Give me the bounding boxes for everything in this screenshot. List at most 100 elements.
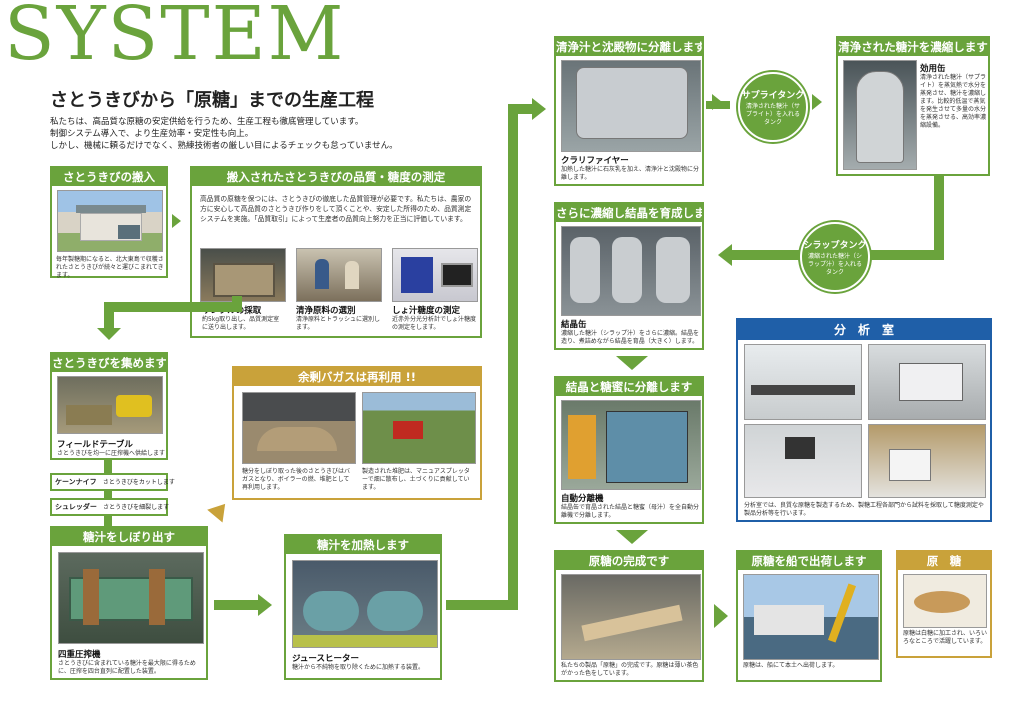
photo-lab-1 xyxy=(744,344,862,420)
photo-intake xyxy=(57,190,163,252)
step-title: さとうきびを集めます xyxy=(52,354,166,372)
flow-connector xyxy=(508,104,534,114)
photo-centrifuge xyxy=(561,400,701,490)
flow-arrow xyxy=(714,604,728,628)
step-title: 余剰バガスは再利用 !! xyxy=(234,368,480,386)
photo-mill xyxy=(58,552,204,644)
sub-name: シュレッダー xyxy=(55,503,97,511)
step-title: 結晶と糖蜜に分離します xyxy=(556,378,702,396)
flow-arrow xyxy=(616,530,648,544)
step-caption: 効用缶 xyxy=(920,64,946,74)
tank-desc: 濃縮された糖汁（シラップ汁）を入れるタンク xyxy=(808,253,863,276)
step-title: 搬入されたさとうきびの品質・糖度の測定 xyxy=(192,168,480,186)
flow-connector xyxy=(104,302,114,330)
step-collect: さとうきびを集めます フィールドテーブル さとうきびを均一に圧搾機へ供給します xyxy=(50,352,168,460)
step-desc: さとうきびに含まれている糖汁を最大限に得るために、圧搾を四台直列に配置した装置。 xyxy=(58,660,196,675)
step-heat: 糖汁を加熱します ジュースヒーター 糖汁から不純物を取り除くために加熱する装置。 xyxy=(284,534,442,680)
step-desc: 原糖は白糖に加工され、いろいろなところで活躍しています。 xyxy=(903,630,988,645)
item-desc: 約5kg取り出し、品質測定室に送り出します。 xyxy=(202,316,280,331)
intro-line: 私たちは、高品質な原糖の安定供給を行うため、生産工程も徹底管理しています。 xyxy=(50,117,364,127)
page-subtitle: さとうきびから「原糖」までの生産工程 xyxy=(50,90,374,111)
step-desc: 私たちの製品「原糖」の完成です。原糖は薄い茶色がかった色をしています。 xyxy=(561,662,699,677)
photo-sort xyxy=(296,248,382,302)
flow-arrow xyxy=(532,98,546,120)
photo-measure xyxy=(392,248,478,302)
step-concentrate: 清浄された糖汁を濃縮します 効用缶 清浄された糖汁（サプライト）を蒸気熱で水分を… xyxy=(836,36,990,176)
photo-sample xyxy=(200,248,286,302)
flow-connector xyxy=(104,460,112,473)
step-ship: 原糖を船で出荷します 原糖は、船にて本土へ出荷します。 xyxy=(736,550,882,682)
lab-title: 分 析 室 xyxy=(738,320,990,340)
step-quality: 搬入されたさとうきびの品質・糖度の測定 高品質の原糖を保つには、さとうきびの徹底… xyxy=(190,166,482,338)
flow-connector xyxy=(214,600,258,610)
item-desc: 清浄原料とトラッシュに選別します。 xyxy=(296,316,381,331)
step-title: 清浄汁と沈殿物に分離します xyxy=(556,38,702,56)
photo-field-table xyxy=(57,376,163,434)
step-title: さらに濃縮し結晶を育成します xyxy=(556,204,702,222)
photo-evaporator xyxy=(843,60,917,170)
tank-title: シラップタンク xyxy=(803,241,867,251)
step-caption: ジュースヒーター xyxy=(292,654,359,664)
flow-connector xyxy=(104,516,112,526)
step-caption: クラリファイヤー xyxy=(561,156,629,166)
step-desc: 結晶缶で育晶された結晶と糖蜜（母汁）を全自動分離機で分離します。 xyxy=(561,504,700,519)
step-centrifuge: 結晶と糖蜜に分離します 自動分離機 結晶缶で育晶された結晶と糖蜜（母汁）を全自動… xyxy=(554,376,704,524)
flow-connector xyxy=(104,302,242,312)
photo-bagasse-pile xyxy=(242,392,356,464)
flow-connector xyxy=(508,104,518,610)
step-desc: 原糖は、船にて本土へ出荷します。 xyxy=(743,662,839,669)
sub-name: ケーンナイフ xyxy=(55,478,97,486)
flow-connector xyxy=(934,176,944,260)
bagasse-pointer-icon xyxy=(207,497,233,523)
step-title: 原糖の完成です xyxy=(556,552,702,570)
step-crystal: さらに濃縮し結晶を育成します 結晶缶 濃縮した糖汁（シラップ汁）をさらに濃縮。結… xyxy=(554,202,704,350)
item-desc: 近赤外分光分析計でしょ汁糖度の測定をします。 xyxy=(392,316,477,331)
photo-vacuum-pan xyxy=(561,226,701,316)
step-caption: 自動分離機 xyxy=(561,494,604,504)
flow-arrow xyxy=(258,594,272,616)
step-title: さとうきびの搬入 xyxy=(52,168,166,186)
flow-arrow xyxy=(718,244,732,266)
intro-line: しかし、機械に頼るだけでなく、熟練技術者の厳しい目によるチェックも怠っていません… xyxy=(50,141,398,151)
step-desc: 糖汁から不純物を取り除くために加熱する装置。 xyxy=(292,664,425,671)
tank-title: サプライタンク xyxy=(741,91,805,101)
flow-arrow xyxy=(616,356,648,370)
step-desc: 清浄された糖汁（サプライト）を蒸気熱で水分を蒸発させ、糖汁を濃縮します。比較的低… xyxy=(920,74,987,129)
step-title: 原 糖 xyxy=(898,552,990,570)
intro-text: 私たちは、高品質な原糖の安定供給を行うため、生産工程も徹底管理しています。 制御… xyxy=(50,116,398,152)
cane-knife-label: ケーンナイフ さとうきびをカットします xyxy=(50,473,175,491)
photo-lab-2 xyxy=(868,344,986,420)
flow-connector xyxy=(104,491,112,498)
lab-desc: 分析室では、良質な原糖を製造するため、製糖工程各部門から試料を採取して糖度測定や… xyxy=(744,502,984,517)
sub-desc: さとうきびを細裂します xyxy=(103,504,170,511)
sub-desc: さとうきびをカットします xyxy=(102,479,175,486)
step-desc: 毎年製糖期になると、北大東島で収穫されたさとうきびが続々と運びこまれてきます。 xyxy=(56,256,164,279)
flow-arrow xyxy=(812,94,822,110)
flow-arrow xyxy=(97,328,121,340)
system-title: SYSTEM xyxy=(4,0,346,77)
step-intake: さとうきびの搬入 毎年製糖期になると、北大東島で収穫されたさとうきびが続々と運び… xyxy=(50,166,168,279)
flow-connector xyxy=(868,250,944,260)
step-desc: 濃縮した糖汁（シラップ汁）をさらに濃縮。結晶を造り、煮詰めながら結晶を育晶（大き… xyxy=(561,330,700,345)
intro-line: 制御システム導入で、より生産効率・安定性も向上。 xyxy=(50,129,254,139)
photo-lab-3 xyxy=(744,424,862,498)
step-caption: 結晶缶 xyxy=(561,320,587,330)
photo-manure-spreader xyxy=(362,392,476,464)
flow-arrow xyxy=(712,94,722,110)
lab-panel: 分 析 室 分析室では、良質な原糖を製造するため、製糖工程各部門から試料を採取し… xyxy=(736,318,992,522)
step-squeeze: 糖汁をしぼり出す 四重圧搾機 さとうきびに含まれている糖汁を最大限に得るために、… xyxy=(50,526,208,680)
step-title: 糖汁を加熱します xyxy=(286,536,440,554)
step-separate: 清浄汁と沈殿物に分離します クラリファイヤー 加熱した糖汁に石灰乳を加え、清浄汁… xyxy=(554,36,704,186)
bagasse-desc: 製造された堆肥は、マニュアスプレッターで畑に散布し、土づくりに貢献しています。 xyxy=(362,468,470,491)
supply-tank: サプライタンク 清浄された糖汁（サプライト）を入れるタンク xyxy=(738,72,808,142)
shredder-label: シュレッダー さとうきびを細裂します xyxy=(50,498,170,516)
step-raw-sugar: 原 糖 原糖は白糖に加工され、いろいろなところで活躍しています。 xyxy=(896,550,992,658)
photo-ship xyxy=(743,574,879,660)
step-complete: 原糖の完成です 私たちの製品「原糖」の完成です。原糖は薄い茶色がかった色をしてい… xyxy=(554,550,704,682)
tank-desc: 清浄された糖汁（サプライト）を入れるタンク xyxy=(746,103,801,126)
step-bagasse: 余剰バガスは再利用 !! 糖分をしぼり取った後のさとうきびはバガスとなり、ボイラ… xyxy=(232,366,482,500)
step-title: 原糖を船で出荷します xyxy=(738,552,880,570)
step-desc: 高品質の原糖を保つには、さとうきびの徹底した品質管理が必要です。私たちは、農家の… xyxy=(200,195,472,223)
photo-lab-4 xyxy=(868,424,986,498)
flow-connector xyxy=(446,600,516,610)
